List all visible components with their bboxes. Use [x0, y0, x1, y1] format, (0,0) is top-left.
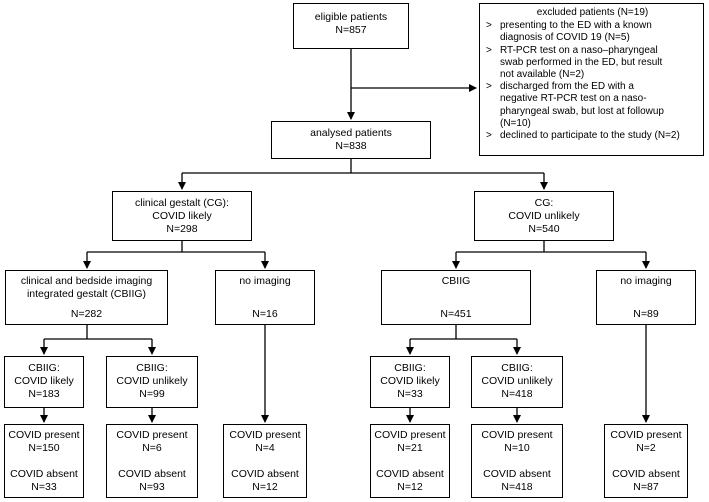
eligible-patients-box: eligible patients N=857	[293, 3, 409, 49]
no-imaging-right-count: N=89	[633, 308, 659, 320]
excluded-item: > RT-PCR test on a naso–pharyngeal swab …	[486, 44, 663, 81]
excluded-list: > presenting to the ED with a known diag…	[486, 20, 699, 142]
analysed-patients-box: analysed patients N=838	[271, 121, 431, 159]
cbiig-right-box: CBIIG N=451	[381, 270, 531, 325]
cg-unlikely-box: CG: COVID unlikely N=540	[474, 191, 614, 241]
cg-unlikely-count: N=540	[528, 223, 560, 235]
no-imaging-left-count: N=16	[252, 308, 278, 320]
cbiig-unlikely-left-box: CBIIG: COVID unlikely N=99	[106, 356, 198, 408]
cg-likely-count: N=298	[166, 223, 198, 235]
excluded-item: > declined to participate to the study (…	[486, 130, 680, 142]
cbiig-likely-left-box: CBIIG: COVID likely N=183	[4, 356, 84, 408]
excluded-item: > discharged from the ED with a negative…	[486, 81, 664, 129]
bullet-marker: >	[486, 44, 492, 56]
analysed-count: N=838	[335, 140, 367, 152]
no-imaging-left-box: no imaging N=16	[215, 270, 315, 325]
eligible-count: N=857	[335, 24, 367, 36]
no-imaging-right-box: no imaging N=89	[596, 270, 696, 325]
cg-likely-box: clinical gestalt (CG): COVID likely N=29…	[112, 191, 252, 241]
eligible-title: eligible patients	[314, 11, 388, 23]
cbiig-likely-right-box: CBIIG: COVID likely N=33	[370, 356, 450, 408]
excluded-item: > presenting to the ED with a known diag…	[486, 20, 652, 44]
cbiig-unlikely-right-box: CBIIG: COVID unlikely N=418	[471, 356, 563, 408]
bullet-marker: >	[486, 20, 492, 32]
cbiig-right-count: N=451	[440, 308, 472, 320]
cbiig-left-box: clinical and bedside imaging integrated …	[5, 270, 168, 325]
bullet-marker: >	[486, 130, 492, 142]
bullet-marker: >	[486, 81, 492, 93]
excluded-title: excluded patients (N=19)	[536, 7, 649, 18]
analysed-title: analysed patients	[310, 127, 392, 139]
cbiig-left-count: N=282	[70, 308, 103, 320]
excluded-patients-box: excluded patients (N=19) > presenting to…	[479, 3, 704, 156]
